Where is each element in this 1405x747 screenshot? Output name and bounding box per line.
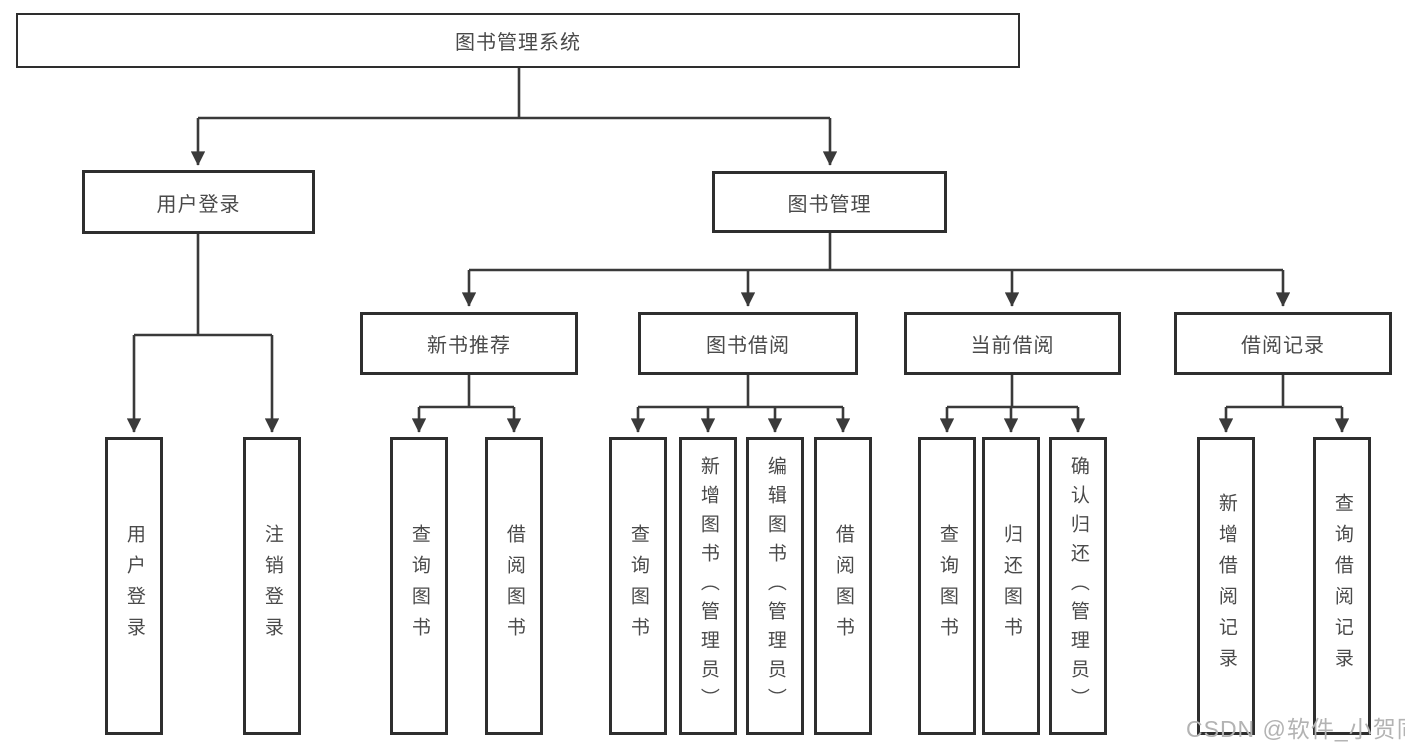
leaf-confirm-return-admin: 确认归还（管理员） [1049,437,1107,735]
node-user-login-label: 用户登录 [156,193,241,216]
node-borrow-records: 借阅记录 [1174,312,1392,375]
leaf-borrow-books: 借阅图书 [814,437,872,735]
leaf-query-books-borrow: 查询图书 [609,437,667,735]
leaf-borrow-books-recommend: 借阅图书 [485,437,543,735]
leaf-query-books-recommend-label: 查询图书 [408,524,430,648]
leaf-add-borrow-record-label: 新增借阅记录 [1215,493,1237,679]
node-new-book-recommend: 新书推荐 [360,312,578,375]
leaf-query-borrow-record: 查询借阅记录 [1313,437,1371,735]
leaf-borrow-books-recommend-label: 借阅图书 [503,524,525,648]
watermark: CSDN @软件_小贺同学 [1186,716,1405,742]
leaf-borrow-books-label: 借阅图书 [832,524,854,648]
leaf-user-login: 用户登录 [105,437,163,735]
node-book-borrow: 图书借阅 [638,312,858,375]
leaf-query-books-borrow-label: 查询图书 [627,524,649,648]
node-current-borrow: 当前借阅 [904,312,1121,375]
leaf-return-books: 归还图书 [982,437,1040,735]
node-new-book-recommend-label: 新书推荐 [427,335,511,357]
root-node-label: 图书管理系统 [455,32,581,54]
leaf-query-books-current: 查询图书 [918,437,976,735]
leaf-edit-books-admin: 编辑图书（管理员） [746,437,804,735]
leaf-user-login-label: 用户登录 [123,524,145,648]
leaf-logout: 注销登录 [243,437,301,735]
node-book-management: 图书管理 [712,171,947,233]
leaf-return-books-label: 归还图书 [1000,524,1022,648]
leaf-query-books-recommend: 查询图书 [390,437,448,735]
node-user-login: 用户登录 [82,170,315,234]
node-book-management-label: 图书管理 [787,193,872,216]
leaf-edit-books-admin-label: 编辑图书（管理员） [764,455,786,717]
leaf-add-borrow-record: 新增借阅记录 [1197,437,1255,735]
leaf-query-books-current-label: 查询图书 [936,524,958,648]
leaf-add-books-admin-label: 新增图书（管理员） [697,455,719,717]
root-node: 图书管理系统 [16,13,1020,68]
node-borrow-records-label: 借阅记录 [1241,335,1325,357]
leaf-query-borrow-record-label: 查询借阅记录 [1331,493,1353,679]
leaf-add-books-admin: 新增图书（管理员） [679,437,737,735]
leaf-confirm-return-admin-label: 确认归还（管理员） [1067,455,1089,717]
node-book-borrow-label: 图书借阅 [706,335,790,357]
leaf-logout-label: 注销登录 [261,524,283,648]
node-current-borrow-label: 当前借阅 [970,335,1055,357]
